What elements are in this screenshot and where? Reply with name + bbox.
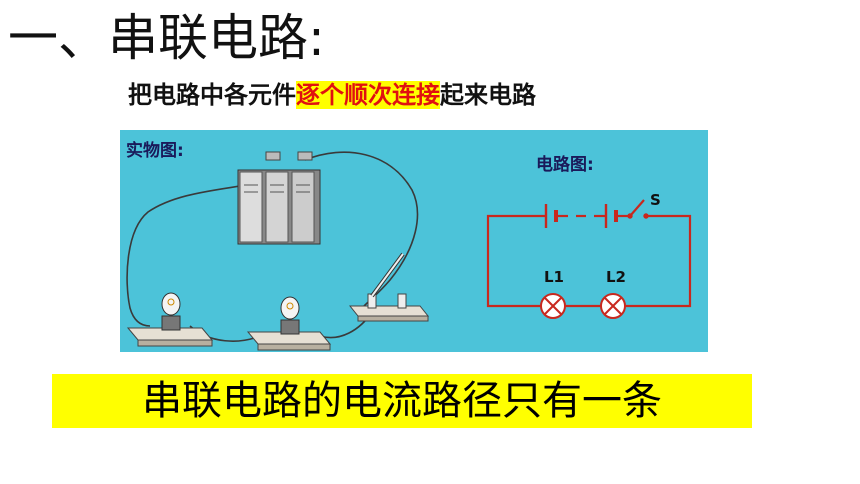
schematic-lamp-l2 xyxy=(600,293,626,319)
subtitle-highlight: 逐个顺次连接 xyxy=(296,81,440,109)
circuit-figure-svg: 实物图: xyxy=(120,130,708,352)
lamp1-label: L1 xyxy=(544,268,564,286)
subtitle-text-after: 起来电路 xyxy=(440,81,536,109)
switch-board xyxy=(348,252,430,322)
lamp2-label: L2 xyxy=(606,268,626,286)
schematic-lamp-l1 xyxy=(540,293,566,319)
schematic-diagram-label: 电路图: xyxy=(536,154,594,175)
lamp-board-left xyxy=(126,292,214,347)
slide-title: 一、串联电路: xyxy=(8,9,325,67)
schematic-battery-cells xyxy=(544,204,618,228)
physical-diagram-label: 实物图: xyxy=(126,140,184,161)
conclusion-banner: 串联电路的电流路径只有一条 xyxy=(52,374,752,428)
slide-subtitle: 把电路中各元件逐个顺次连接起来电路 xyxy=(128,78,536,112)
schematic-wires xyxy=(486,214,692,308)
switch-label: S xyxy=(650,191,661,209)
circuit-figure: 实物图: xyxy=(120,130,708,352)
schematic-switch xyxy=(627,199,649,219)
lamp-board-middle xyxy=(246,296,332,351)
battery-pack xyxy=(237,151,321,245)
subtitle-text-before: 把电路中各元件 xyxy=(128,81,296,109)
